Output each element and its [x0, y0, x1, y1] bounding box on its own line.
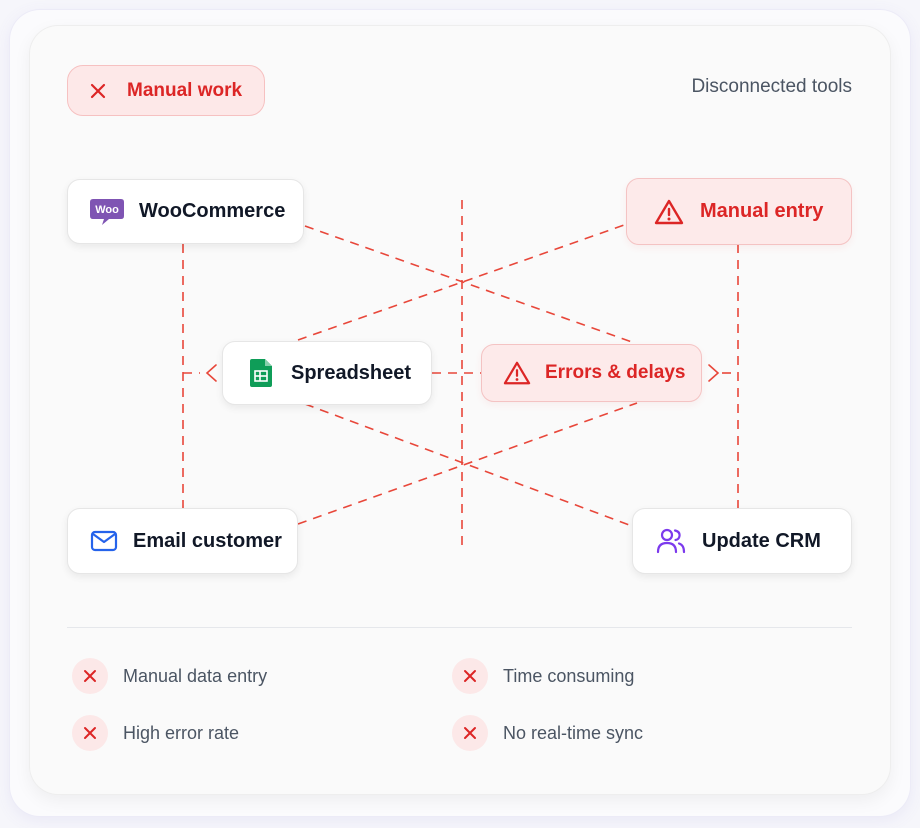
connector-email-errors — [297, 402, 638, 525]
issue-item: Time consuming — [452, 658, 634, 694]
issue-label: Time consuming — [503, 665, 635, 686]
disconnected-tools-label: Disconnected tools — [691, 76, 852, 97]
manual-work-badge: Manual work — [67, 65, 265, 116]
connector-spreadsheet-manual — [297, 223, 628, 341]
arrow-left-icon — [205, 364, 217, 382]
issue-label: High error rate — [123, 722, 240, 743]
svg-text:Woo: Woo — [95, 204, 119, 216]
close-icon — [452, 715, 488, 751]
close-icon — [90, 83, 106, 98]
woocommerce-label: WooCommerce — [139, 200, 286, 222]
close-icon — [72, 715, 108, 751]
issue-label: No real-time sync — [503, 722, 644, 743]
woocommerce-node[interactable]: Woo WooCommerce — [67, 179, 304, 244]
woocommerce-logo-icon: Woo — [89, 197, 125, 227]
email-customer-node[interactable]: Email customer — [67, 508, 298, 574]
spreadsheet-node[interactable]: Spreadsheet — [222, 341, 432, 405]
close-icon — [452, 658, 488, 694]
issue-label: Manual data entry — [123, 665, 268, 686]
google-sheets-icon — [249, 358, 273, 388]
connector-spreadsheet-crm — [304, 403, 633, 527]
envelope-icon — [90, 530, 118, 552]
issue-item: High error rate — [72, 715, 239, 751]
arrow-right-icon — [708, 364, 720, 382]
connector-woo-crm — [304, 225, 633, 343]
issue-item: No real-time sync — [452, 715, 643, 751]
warning-triangle-icon — [503, 360, 531, 386]
manual-entry-label: Manual entry — [700, 200, 824, 222]
manual-entry-node[interactable]: Manual entry — [626, 178, 852, 245]
email-customer-label: Email customer — [133, 529, 282, 552]
update-crm-label: Update CRM — [702, 529, 821, 552]
issue-item: Manual data entry — [72, 658, 267, 694]
users-icon — [656, 527, 686, 555]
update-crm-node[interactable]: Update CRM — [632, 508, 852, 574]
warning-triangle-icon — [654, 198, 684, 226]
errors-delays-node[interactable]: Errors & delays — [481, 344, 702, 402]
errors-delays-label: Errors & delays — [545, 362, 686, 383]
manual-work-label: Manual work — [127, 79, 243, 101]
spreadsheet-label: Spreadsheet — [291, 361, 412, 384]
divider — [67, 627, 852, 628]
close-icon — [72, 658, 108, 694]
